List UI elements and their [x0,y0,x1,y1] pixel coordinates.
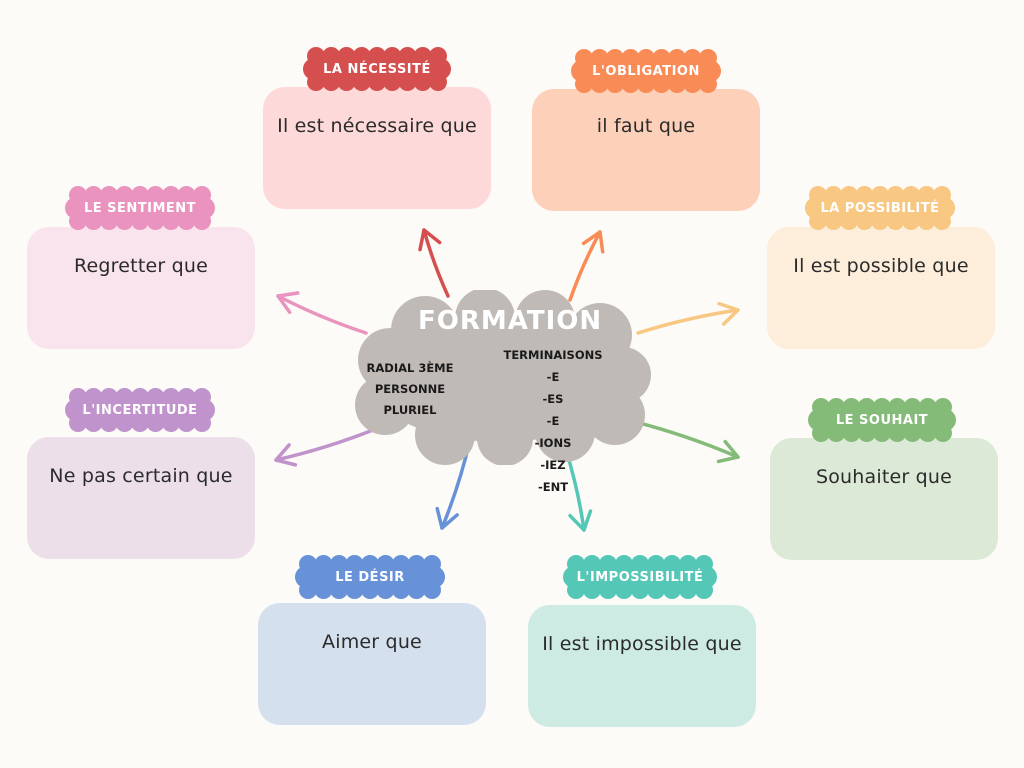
card-souhait: Souhaiter que [770,438,998,560]
card-sentiment: Regretter que [27,227,255,349]
tag-label-incertitude: L'INCERTITUDE [82,402,198,418]
card-obligation: il faut que [532,89,760,211]
tag-cloud-shape [65,186,215,230]
radical-description: RADIAL 3ÈME PERSONNE PLURIEL [360,358,460,421]
arrowhead-impossibilite [568,509,593,532]
tag-souhait: LE SOUHAIT [808,398,956,442]
endings-header: TERMINAISONS [503,348,603,362]
card-text-impossibilite: Il est impossible que [542,633,742,655]
tag-label-souhait: LE SOUHAIT [835,412,929,428]
card-possibilite: Il est possible que [767,227,995,349]
tag-label-impossibilite: L'IMPOSSIBILITÉ [576,569,704,585]
card-desir: Aimer que [258,603,486,725]
ending-item: -E [546,370,560,384]
ending-item: -ENT [537,480,569,494]
tag-obligation: L'OBLIGATION [571,49,721,93]
card-text-necessite: Il est nécessaire que [277,115,477,137]
tag-cloud-shape [563,555,717,599]
tag-cloud-shape [303,47,451,91]
card-incertitude: Ne pas certain que [27,437,255,559]
arrow-sentiment [276,294,368,335]
tag-cloud-shape [65,388,215,432]
arrowhead-possibilite [717,301,740,326]
tag-impossibilite: L'IMPOSSIBILITÉ [563,555,717,599]
arrowhead-souhait [716,439,740,464]
tag-label-possibilite: LA POSSIBILITÉ [820,200,940,216]
ending-item: -IONS [534,436,572,450]
tag-label-sentiment: LE SENTIMENT [83,200,197,216]
arrow-incertitude [274,426,380,462]
arrow-necessite [422,228,450,298]
tag-possibilite: LA POSSIBILITÉ [805,186,955,230]
card-text-sentiment: Regretter que [73,255,208,277]
ending-item: -E [546,414,560,428]
arrowhead-sentiment [276,291,300,314]
card-text-souhait: Souhaiter que [815,466,953,488]
tag-label-necessite: LA NÉCESSITÉ [323,61,431,77]
tag-label-obligation: L'OBLIGATION [592,63,700,79]
tag-cloud-shape [805,186,955,230]
card-text-desir: Aimer que [322,631,422,653]
card-text-possibilite: Il est possible que [793,255,969,277]
tag-cloud-shape [295,555,445,599]
tag-cloud-shape [571,49,721,93]
tag-incertitude: L'INCERTITUDE [65,388,215,432]
arrowhead-necessite [418,228,442,252]
tag-desir: LE DÉSIR [295,555,445,599]
tag-necessite: LA NÉCESSITÉ [303,47,451,91]
center-cloud-shape [355,290,651,465]
card-text-obligation: il faut que [596,115,696,137]
endings-list: TERMINAISONS -E -ES -E -IONS -IEZ -ENT [498,344,608,498]
card-text-incertitude: Ne pas certain que [49,465,233,487]
card-impossibilite: Il est impossible que [528,605,756,727]
tag-label-desir: LE DÉSIR [335,569,405,585]
arrowhead-desir [435,506,459,530]
formation-title: FORMATION [418,306,603,336]
center-cloud [355,290,651,465]
tag-cloud-shape [808,398,956,442]
radical-line: PERSONNE [374,382,446,396]
arrow-possibilite [636,308,740,335]
tag-sentiment: LE SENTIMENT [65,186,215,230]
radical-line: PLURIEL [383,403,437,417]
ending-item: -IEZ [540,458,566,472]
radical-line: RADIAL 3ÈME [366,361,454,375]
card-necessite: Il est nécessaire que [263,87,491,209]
arrowhead-obligation [581,230,605,254]
ending-item: -ES [542,392,564,406]
arrowhead-incertitude [274,443,298,467]
arrow-obligation [568,230,602,302]
